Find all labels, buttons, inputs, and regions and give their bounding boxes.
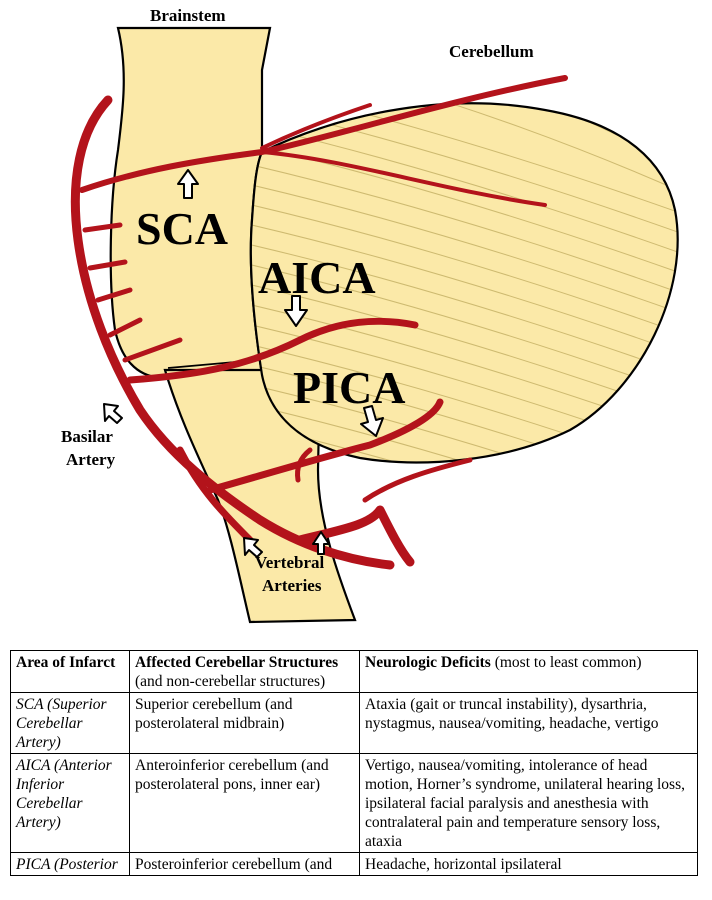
perforator-2 bbox=[87, 259, 128, 271]
row-deficits: Headache, horizontal ipsilateral bbox=[359, 852, 698, 876]
aica-arrow-icon bbox=[284, 295, 308, 327]
cerebellum-label: Cerebellum bbox=[449, 42, 534, 61]
aica-branch bbox=[126, 317, 419, 384]
pica-lower-branch bbox=[362, 457, 473, 503]
table-row: PICA (Posterior Posteroinferior cerebell… bbox=[10, 852, 698, 876]
infarct-table: Area of Infarct Affected Cerebellar Stru… bbox=[10, 650, 698, 876]
row-deficits: Ataxia (gait or truncal instability), dy… bbox=[359, 692, 698, 754]
arteries bbox=[70, 75, 568, 570]
vertebral-label-line2: Arteries bbox=[262, 576, 322, 595]
row-structures: Posteroinferior cerebellum (and bbox=[129, 852, 360, 876]
header-area: Area of Infarct bbox=[10, 650, 130, 693]
header-deficits: Neurologic Deficits (most to least commo… bbox=[359, 650, 698, 693]
cerebellum-shape bbox=[249, 102, 679, 464]
row-deficits: Vertigo, nausea/vomiting, intolerance of… bbox=[359, 753, 698, 853]
vertebral-artery-right bbox=[295, 505, 415, 567]
row-structures: Superior cerebellum (and posterolateral … bbox=[129, 692, 360, 754]
vertebral-label-line1: Vertebral bbox=[255, 553, 325, 572]
vertebral-right-arrow-icon bbox=[312, 531, 330, 555]
basilar-label-line2: Artery bbox=[66, 450, 116, 469]
table-row: AICA (Anterior Inferior Cerebellar Arter… bbox=[10, 753, 698, 853]
pica-subbranch bbox=[295, 447, 313, 483]
vertebral-artery-left bbox=[176, 446, 254, 544]
header-structures: Affected Cerebellar Structures (and non-… bbox=[129, 650, 360, 693]
basilar-arrow-icon bbox=[103, 403, 123, 424]
perforator-4 bbox=[107, 317, 143, 338]
pica-arrow-icon bbox=[360, 405, 384, 437]
row-area: SCA (Superior Cerebellar Artery) bbox=[10, 692, 130, 754]
aica-label: AICA bbox=[258, 252, 376, 303]
row-structures: Anteroinferior cerebellum (and posterola… bbox=[129, 753, 360, 853]
vertebral-left-arrow-icon bbox=[243, 537, 263, 558]
arrows bbox=[103, 169, 384, 558]
cerebellar-artery-diagram: Brainstem Cerebellum SCA AICA PICA Basil… bbox=[61, 6, 679, 624]
basilar-label-line1: Basilar bbox=[61, 427, 113, 446]
sca-upper-branch bbox=[260, 103, 372, 150]
table-header-row: Area of Infarct Affected Cerebellar Stru… bbox=[10, 650, 698, 693]
table-row: SCA (Superior Cerebellar Artery) Superio… bbox=[10, 692, 698, 754]
perforator-1 bbox=[82, 222, 123, 233]
perforator-5 bbox=[122, 337, 183, 363]
sca-label: SCA bbox=[136, 203, 228, 254]
sca-subbranch bbox=[260, 150, 547, 207]
brainstem-label: Brainstem bbox=[150, 6, 226, 25]
row-area: PICA (Posterior bbox=[10, 852, 130, 876]
perforator-3 bbox=[95, 287, 133, 303]
basilar-artery bbox=[70, 95, 395, 570]
row-area: AICA (Anterior Inferior Cerebellar Arter… bbox=[10, 753, 130, 853]
pica-branch bbox=[206, 398, 444, 494]
sca-arrow-icon bbox=[177, 169, 199, 199]
sca-branch bbox=[79, 75, 568, 193]
pica-label: PICA bbox=[293, 362, 405, 413]
